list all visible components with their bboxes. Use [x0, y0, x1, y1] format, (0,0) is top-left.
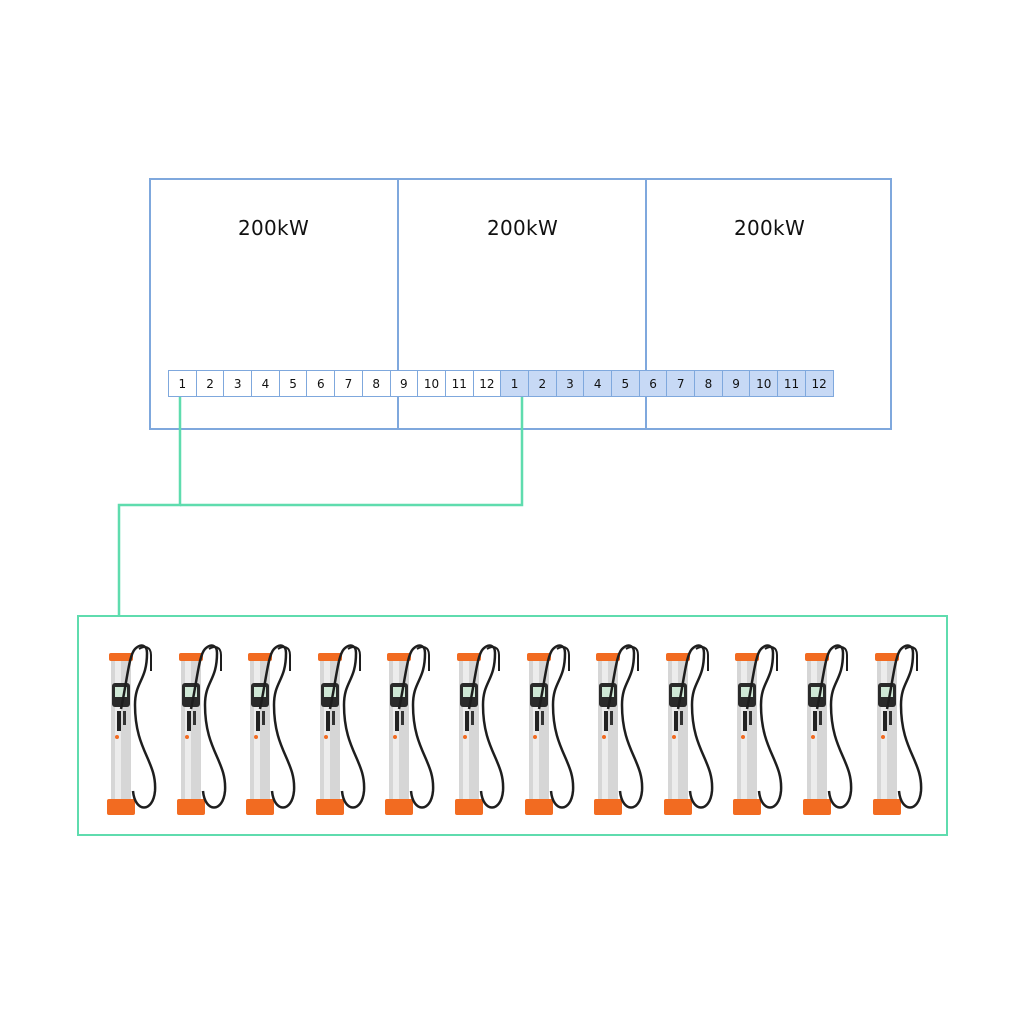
port-b-3: 3 — [555, 370, 585, 397]
ev-charger-icon — [731, 641, 795, 821]
port-a-8: 8 — [361, 370, 391, 397]
power-cabinet-1: 200kW — [149, 178, 398, 430]
port-b-9: 9 — [721, 370, 751, 397]
port-b-2: 2 — [527, 370, 557, 397]
port-a-4: 4 — [251, 370, 280, 397]
port-a-7: 7 — [334, 370, 363, 397]
port-b-7: 7 — [666, 370, 696, 397]
port-a-9: 9 — [389, 370, 419, 397]
cabinet-power-label: 200kW — [486, 216, 559, 240]
port-b-12: 12 — [804, 370, 834, 397]
power-cabinet-2: 200kW — [397, 178, 646, 430]
cabinet-power-label: 200kW — [733, 216, 806, 240]
power-cabinet-3: 200kW — [645, 178, 892, 430]
port-a-12: 12 — [472, 370, 502, 397]
port-a-2: 2 — [195, 370, 225, 397]
cabinet-power-label: 200kW — [237, 216, 310, 240]
port-a-11: 11 — [444, 370, 474, 397]
ev-charger-icon — [383, 641, 447, 821]
ev-charger-icon — [244, 641, 308, 821]
port-b-10: 10 — [749, 370, 779, 397]
port-b-4: 4 — [583, 370, 612, 397]
ev-charger-icon — [523, 641, 587, 821]
port-a-6: 6 — [306, 370, 336, 397]
port-a-3: 3 — [223, 370, 253, 397]
port-a-5: 5 — [278, 370, 308, 397]
ev-charger-icon — [453, 641, 517, 821]
port-b-8: 8 — [694, 370, 723, 397]
port-b-1: 1 — [500, 370, 529, 397]
ev-charger-icon — [871, 641, 935, 821]
port-b-5: 5 — [611, 370, 640, 397]
ev-charger-icon — [662, 641, 726, 821]
ev-charger-icon — [314, 641, 378, 821]
port-a-10: 10 — [417, 370, 446, 397]
ev-charger-icon — [592, 641, 656, 821]
port-b-11: 11 — [777, 370, 806, 397]
ev-charger-icon — [105, 641, 169, 821]
port-a-1: 1 — [168, 370, 197, 397]
ev-charger-icon — [801, 641, 865, 821]
charger-group — [77, 615, 948, 836]
port-b-6: 6 — [638, 370, 668, 397]
ev-charger-icon — [175, 641, 239, 821]
